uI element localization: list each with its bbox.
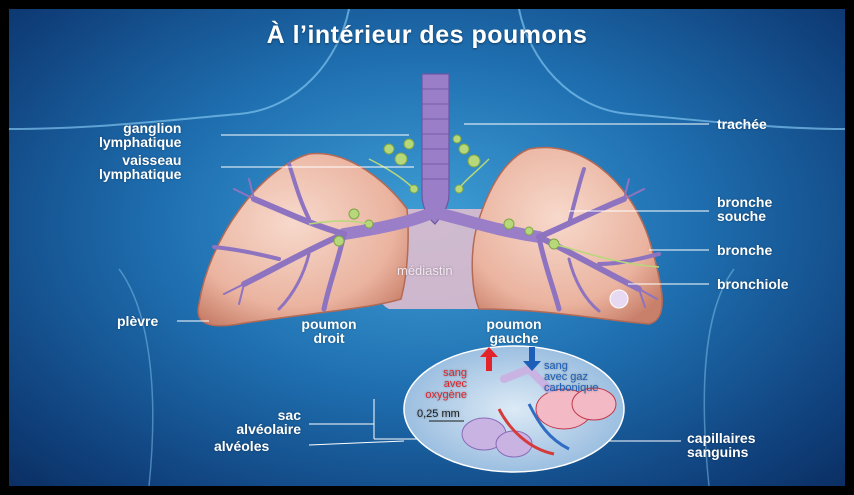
label-mediastin: médiastin (397, 264, 453, 278)
label-trachee: trachée (717, 117, 767, 131)
label-poumon-gauche: poumon gauche (469, 317, 559, 345)
label-capillaires: capillaires sanguins (687, 431, 756, 459)
bronchiole-detail (610, 290, 628, 308)
label-plevre: plèvre (117, 314, 158, 328)
diagram-canvas: À l’intérieur des poumons ganglion lymph… (9, 9, 845, 486)
label-sang-oxygene: sang avec oxygène (411, 368, 467, 401)
label-bronchiole: bronchiole (717, 277, 789, 291)
label-bronche: bronche (717, 243, 772, 257)
label-alveoles: alvéoles (214, 439, 269, 453)
diagram-title: À l’intérieur des poumons (9, 21, 845, 50)
label-scale: 0,25 mm (417, 407, 460, 421)
left-lung (472, 147, 662, 324)
label-poumon-droit: poumon droit (289, 317, 369, 345)
label-sang-gaz: sang avec gaz carbonique (544, 361, 598, 394)
label-bronche-souche: bronche souche (717, 195, 772, 223)
right-lung (198, 154, 408, 326)
label-vaisseau: vaisseau lymphatique (99, 153, 181, 181)
label-sac-alveolaire: sac alvéolaire (177, 408, 301, 436)
arm-left (119, 269, 153, 486)
label-ganglion: ganglion lymphatique (99, 121, 181, 149)
